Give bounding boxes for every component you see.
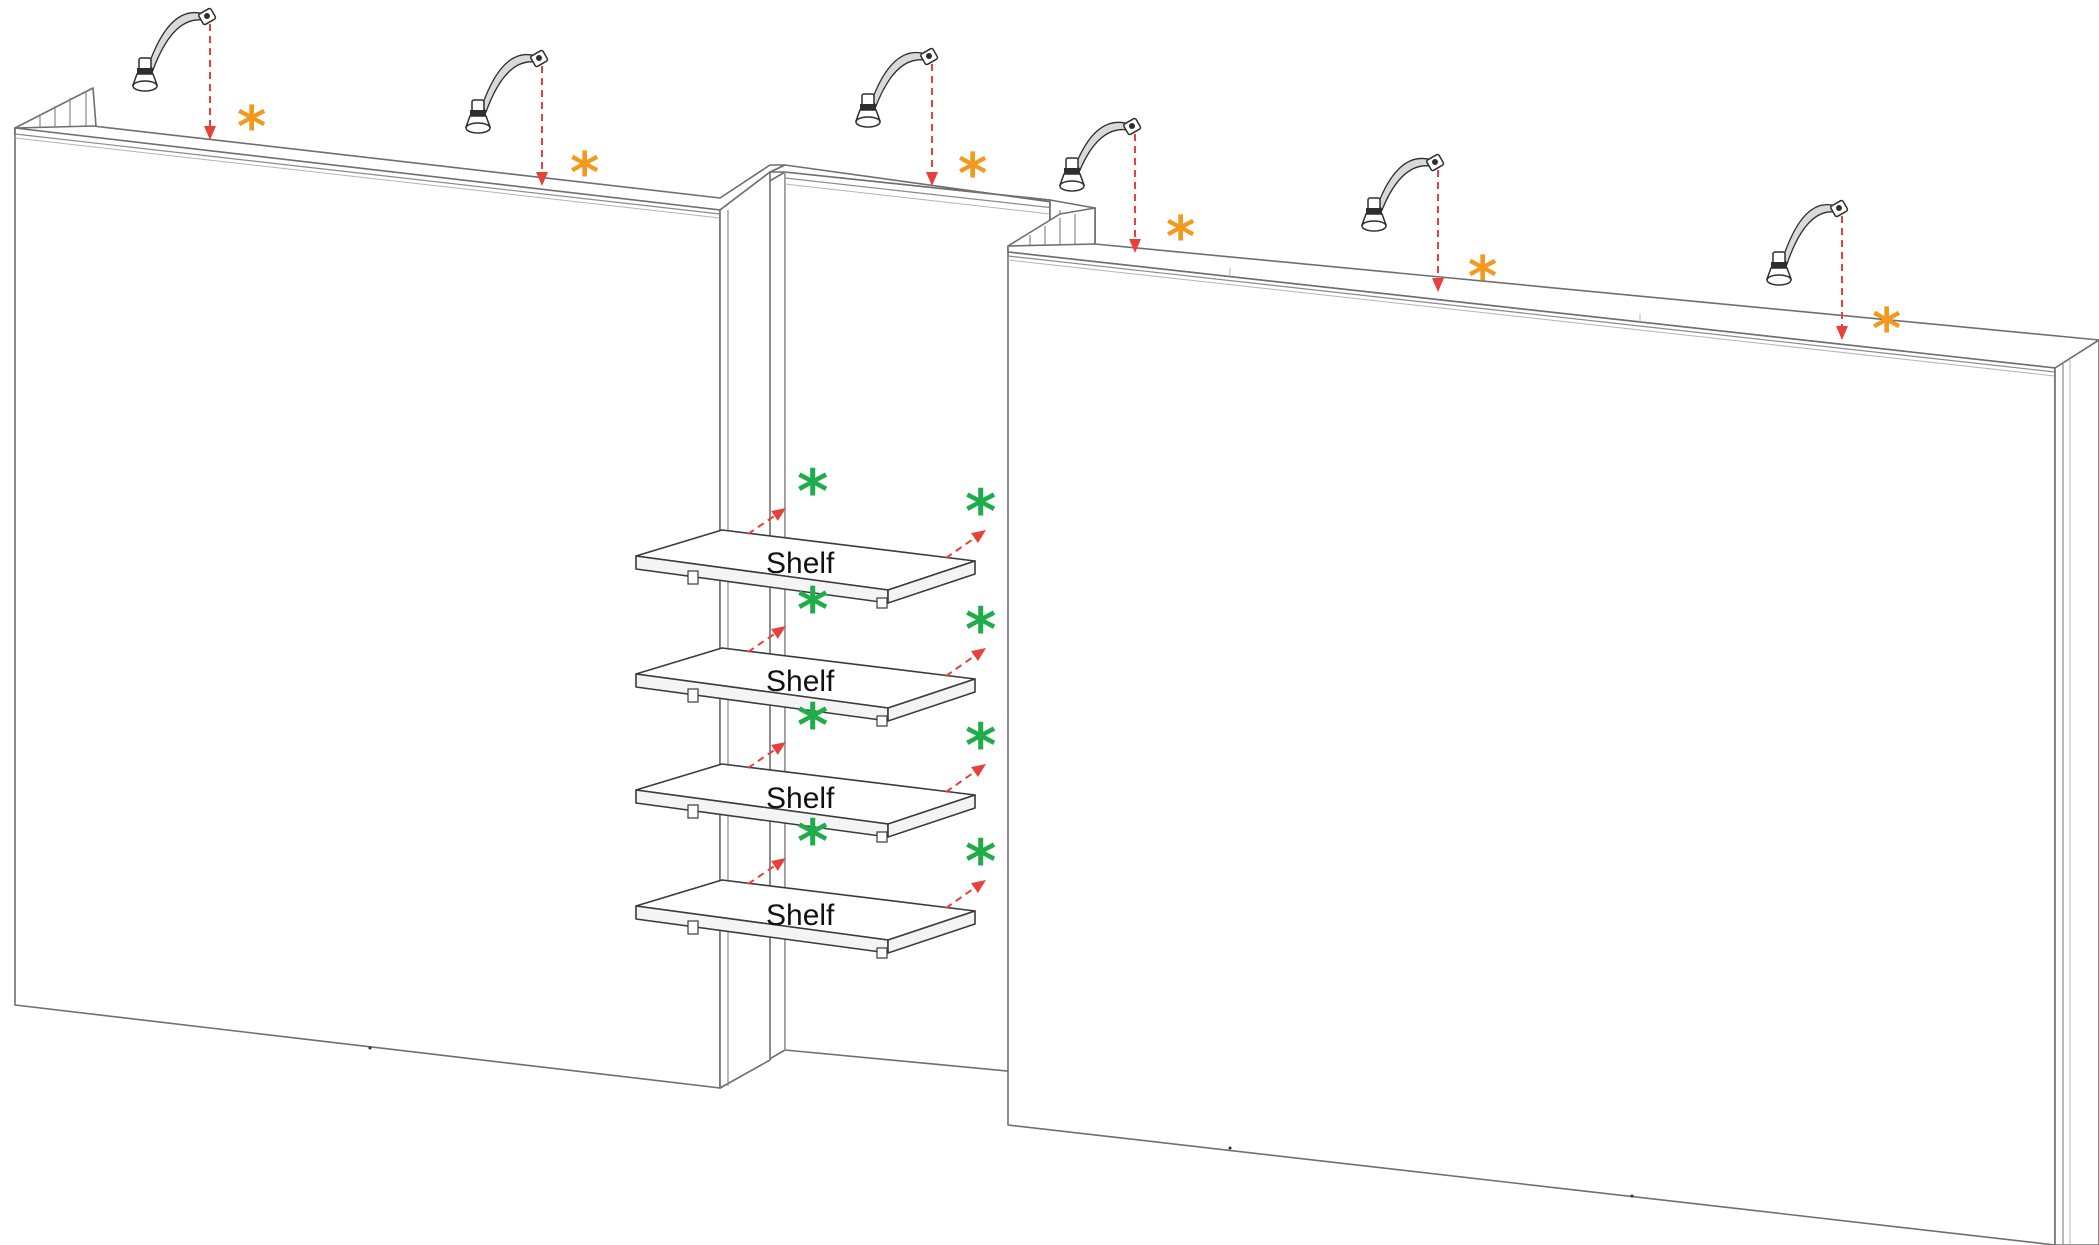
shelf-mount-marker: * xyxy=(965,595,996,665)
lamp-pivot xyxy=(1432,159,1438,165)
lamp-arm xyxy=(1075,121,1135,172)
spotlight-arm-light-icon xyxy=(464,49,549,134)
arrow-head-icon xyxy=(971,530,986,543)
lamp-mount-arrow: * xyxy=(1129,134,1195,270)
arrow-head-icon xyxy=(971,764,986,777)
arrow-head-icon xyxy=(771,508,786,521)
lamp-pivot xyxy=(204,13,210,19)
lamp-lens xyxy=(1059,180,1085,192)
lamp-mount-arrow: * xyxy=(1432,170,1497,310)
shelf-mount-marker: * xyxy=(965,711,996,781)
left-wall-panel xyxy=(14,87,786,1089)
dashed-arrow-line xyxy=(945,537,976,559)
lamp-mount-marker: * xyxy=(1872,297,1901,362)
shelf-mount-arrows: * * * * * * * * xyxy=(747,457,996,909)
lamp-arm xyxy=(871,51,932,108)
lamp-mount-marker: * xyxy=(570,141,599,206)
arrow-head-icon xyxy=(971,880,986,893)
shelves: Shelf Shelf Shelf Shelf xyxy=(635,529,976,959)
lamp-arm xyxy=(1377,157,1438,212)
spotlight-arm-light-icon xyxy=(1765,199,1849,286)
lamp-lens xyxy=(1766,274,1792,286)
lamp-lens xyxy=(855,116,881,128)
shelf-mount-arrow: * xyxy=(945,477,996,559)
lamp-mount-marker: * xyxy=(1468,245,1497,310)
lamp-mount-marker: * xyxy=(958,142,987,207)
shelf-mount-marker: * xyxy=(797,575,828,645)
shelf-mount-marker: * xyxy=(965,477,996,547)
dashed-arrow-line xyxy=(945,771,976,793)
arrow-head-icon xyxy=(771,742,786,755)
lamp-arm xyxy=(481,54,542,114)
shelf-mount-arrow: * xyxy=(945,595,996,677)
spotlight-arm-light-icon xyxy=(1058,117,1142,192)
shelf-label: Shelf xyxy=(766,547,835,580)
shelf-label: Shelf xyxy=(766,665,835,698)
lamp-pivot xyxy=(1836,205,1842,211)
lamp-mount-marker: * xyxy=(1166,205,1195,270)
lamp-ring xyxy=(470,110,486,116)
spotlight-arm-light-icon xyxy=(854,47,939,128)
arrow-head-icon xyxy=(1432,278,1444,292)
spotlight-arm-light-icon xyxy=(131,7,217,92)
lamp-ring xyxy=(1771,262,1787,268)
spotlights xyxy=(131,7,1849,286)
shelf-mount-arrow: * xyxy=(747,807,828,885)
dashed-arrow-line xyxy=(747,633,776,653)
lamp-mount-arrow: * xyxy=(536,66,599,206)
spotlight-arm-light-icon xyxy=(1360,153,1445,232)
shelf-mount-arrow: * xyxy=(945,827,996,909)
arrow-head-icon xyxy=(926,172,938,186)
shelf-mount-marker: * xyxy=(797,691,828,761)
shelf-1: Shelf xyxy=(635,529,976,609)
lamp-ring xyxy=(860,104,876,110)
arrow-head-icon xyxy=(204,126,216,140)
shelf-3: Shelf xyxy=(635,763,976,843)
lamp-pivot xyxy=(1129,123,1135,129)
shelf-label: Shelf xyxy=(766,782,835,815)
right-wall-panel xyxy=(1007,207,2099,1245)
shelf-4: Shelf xyxy=(635,879,976,959)
lamp-lens xyxy=(465,122,491,134)
lamp-ring xyxy=(1064,168,1080,174)
shelf-mount-arrow: * xyxy=(945,711,996,793)
shelf-label: Shelf xyxy=(766,899,835,932)
shelf-mount-arrow: * xyxy=(747,457,828,535)
lamp-mount-arrow: * xyxy=(926,64,987,207)
arrow-head-icon xyxy=(971,648,986,661)
arrow-head-icon xyxy=(771,858,786,871)
lamp-lens xyxy=(1361,220,1387,232)
dashed-arrow-line xyxy=(747,749,776,769)
dashed-arrow-line xyxy=(747,865,776,885)
lamp-arm xyxy=(1782,204,1842,266)
lamp-mount-arrows: * * * * * * xyxy=(204,24,1901,362)
shelf-mount-marker: * xyxy=(797,457,828,527)
lamp-ring xyxy=(137,68,153,74)
shelf-mount-marker: * xyxy=(965,827,996,897)
arrow-head-icon xyxy=(1836,326,1848,340)
lamp-arm xyxy=(148,12,210,72)
dashed-arrow-line xyxy=(945,655,976,677)
arrow-head-icon xyxy=(536,172,548,186)
lamp-ring xyxy=(1366,208,1382,214)
lamp-lens xyxy=(132,80,158,92)
lamp-pivot xyxy=(536,55,542,61)
shelf-mount-arrow: * xyxy=(747,575,828,653)
dashed-arrow-line xyxy=(945,887,976,909)
arrow-head-icon xyxy=(1129,239,1141,253)
dashed-arrow-line xyxy=(747,515,776,535)
shelf-mount-marker: * xyxy=(797,807,828,877)
lamp-mount-marker: * xyxy=(237,95,266,160)
shelf-2: Shelf xyxy=(635,647,976,727)
lamp-mount-arrow: * xyxy=(204,24,266,160)
lamp-pivot xyxy=(926,53,932,59)
arrow-head-icon xyxy=(771,626,786,639)
shelf-mount-arrow: * xyxy=(747,691,828,769)
lamp-mount-arrow: * xyxy=(1836,216,1901,362)
